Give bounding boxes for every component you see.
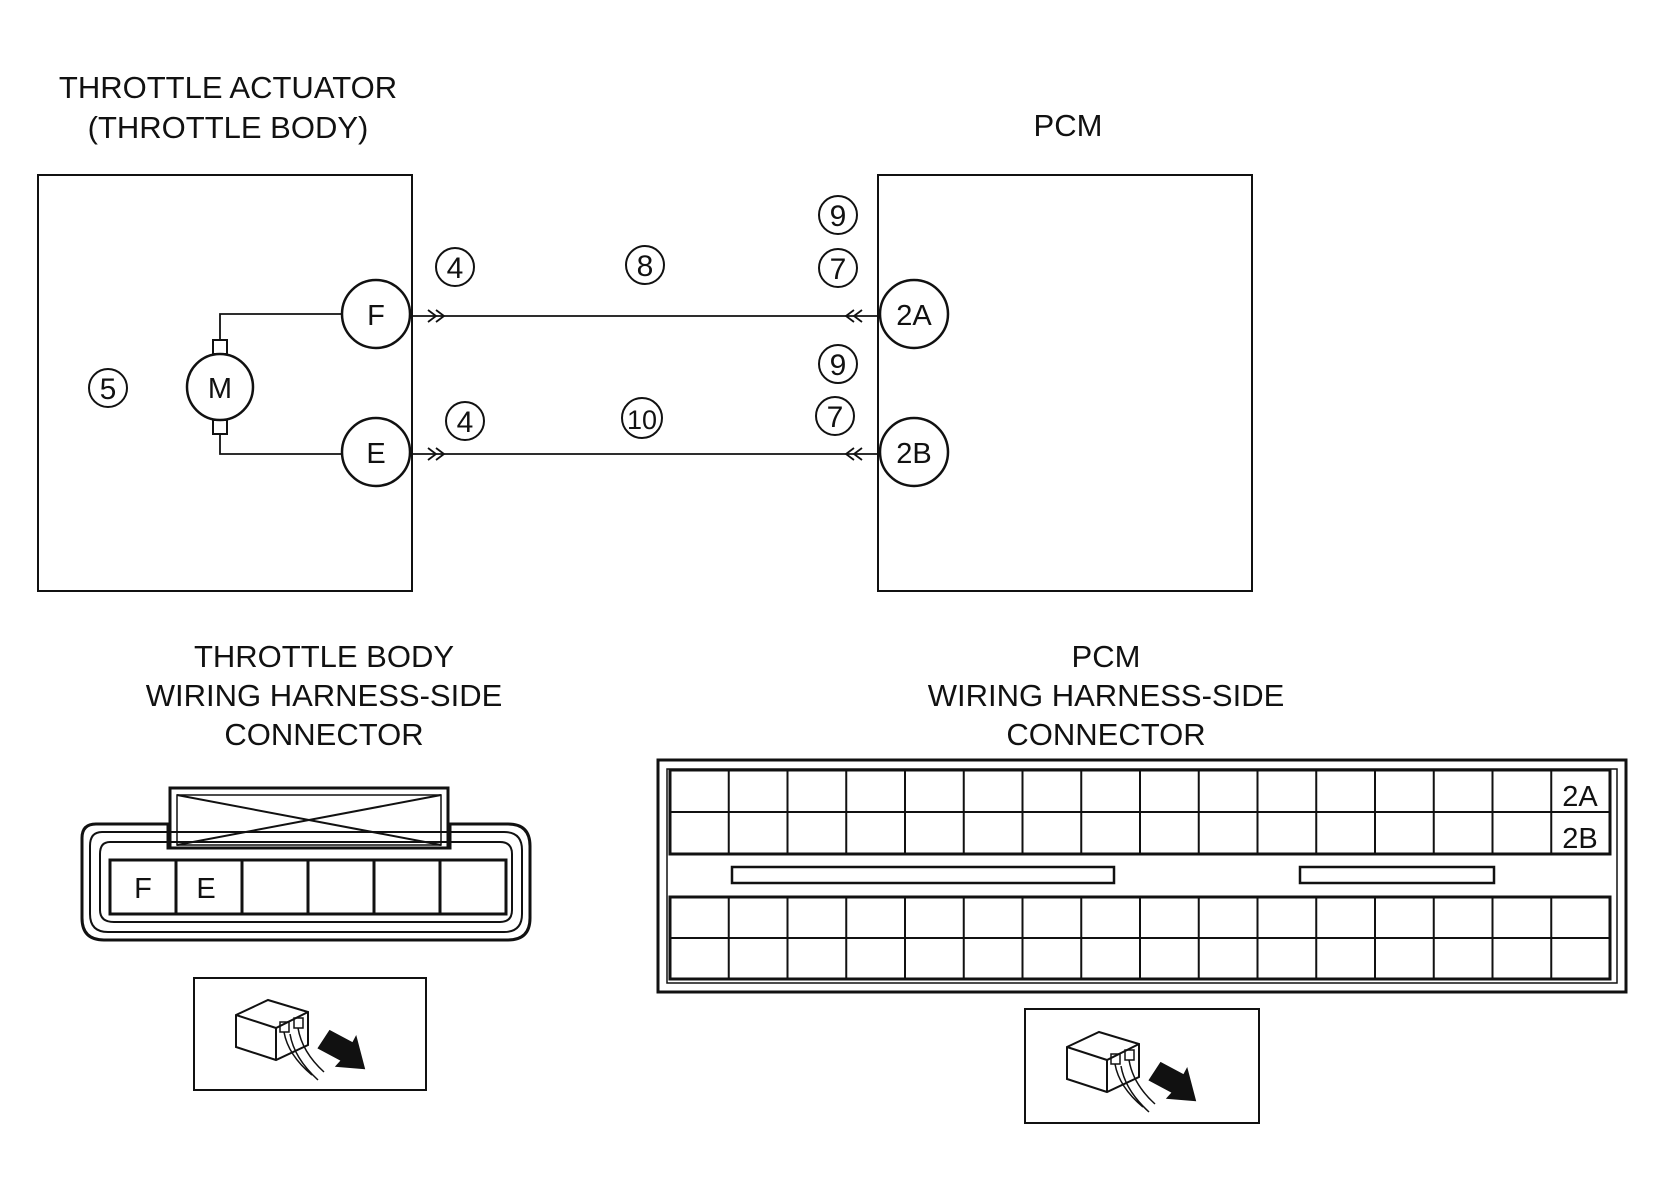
throttle-connector-title-line2: WIRING HARNESS-SIDE [146,678,503,713]
callout-wire1-right-bottom: 7 [818,248,858,288]
callout-wire2-right-top: 9 [818,344,858,384]
svg-text:7: 7 [827,401,844,434]
svg-text:5: 5 [100,373,117,406]
pcm-connector-title-line1: PCM [1072,639,1141,674]
svg-text:4: 4 [457,406,474,439]
pcm-box [877,174,1253,592]
pcm-connector-title-line3: CONNECTOR [1006,717,1205,752]
callout-5: 5 [88,368,128,408]
pcm-title: PCM [1034,108,1103,143]
pcm-connector-title-line2: WIRING HARNESS-SIDE [928,678,1285,713]
svg-text:9: 9 [830,349,847,382]
throttle-connector-pin-F: F [134,873,152,905]
callout-wire1-right-top: 9 [818,195,858,235]
terminal-F: F [340,278,412,350]
pcm-connector-pin-2B: 2B [1562,823,1597,855]
svg-text:7: 7 [830,253,847,286]
throttle-connector-title-line3: CONNECTOR [224,717,423,752]
svg-text:2A: 2A [896,300,932,332]
terminal-2B: 2B [878,416,950,488]
harness-side-view-arrow-icon [193,977,427,1091]
svg-text:E: E [366,438,385,470]
wire-E-2B [410,447,880,461]
harness-side-view-arrow-icon [1024,1008,1260,1124]
callout-wire2-right-bottom: 7 [815,396,855,436]
throttle-connector-pin-E: E [196,873,215,905]
throttle-actuator-title-line2: (THROTTLE BODY) [88,110,369,145]
throttle-connector-title-line1: THROTTLE BODY [194,639,454,674]
callout-wire2-left: 4 [445,401,485,441]
svg-text:10: 10 [627,405,657,435]
terminal-2A: 2A [878,278,950,350]
throttle-connector [80,786,532,942]
svg-text:9: 9 [830,200,847,233]
pcm-connector-pin-2A: 2A [1562,781,1598,813]
svg-text:8: 8 [637,250,654,283]
callout-wire1-left: 4 [435,247,475,287]
callout-wire2-mid: 10 [621,397,663,439]
callout-wire1-mid: 8 [625,245,665,285]
svg-text:F: F [367,300,385,332]
terminal-E: E [340,416,412,488]
wire-F-2A [410,309,880,323]
svg-text:2B: 2B [896,438,931,470]
throttle-actuator-box [37,174,413,592]
svg-text:4: 4 [447,252,464,285]
pcm-connector [656,758,1628,994]
throttle-actuator-title-line1: THROTTLE ACTUATOR [59,70,397,105]
motor-label: M [208,373,232,405]
motor-symbol: M [185,313,342,455]
